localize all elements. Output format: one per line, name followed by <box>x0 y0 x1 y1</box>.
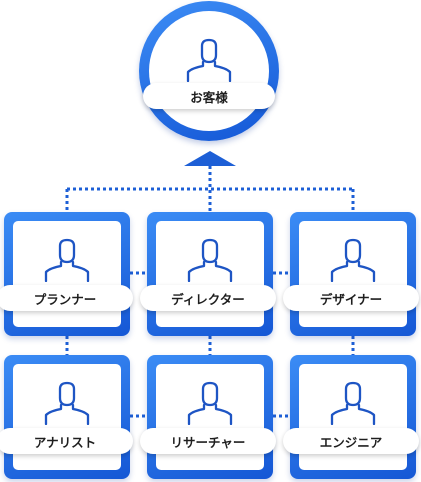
person-icon <box>183 381 237 425</box>
client-label: お客様 <box>143 83 275 109</box>
role-label: エンジニア <box>283 428 419 454</box>
role-node-researcher: リサーチャー <box>140 355 276 479</box>
role-label: プランナー <box>0 285 133 311</box>
client-node: お客様 <box>139 1 279 141</box>
role-node-designer: デザイナー <box>283 212 419 336</box>
person-icon <box>40 381 94 425</box>
person-icon <box>182 38 236 82</box>
role-label: デザイナー <box>283 285 419 311</box>
role-node-planner: プランナー <box>0 212 133 336</box>
role-label: ディレクター <box>140 285 276 311</box>
role-node-director: ディレクター <box>140 212 276 336</box>
person-icon <box>40 238 94 282</box>
role-label: リサーチャー <box>140 428 276 454</box>
role-node-analyst: アナリスト <box>0 355 133 479</box>
client-node-inner <box>149 11 269 131</box>
person-icon <box>183 238 237 282</box>
person-icon <box>326 381 380 425</box>
arrow-head-icon <box>184 151 236 166</box>
role-label: アナリスト <box>0 428 133 454</box>
role-node-engineer: エンジニア <box>283 355 419 479</box>
person-icon <box>326 238 380 282</box>
